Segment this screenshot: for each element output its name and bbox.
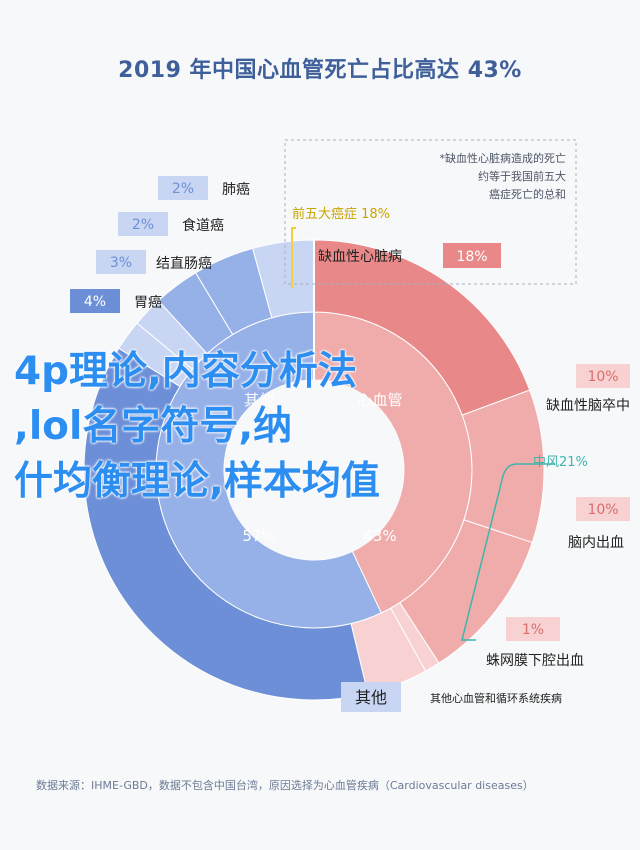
top5-label: 前五大癌症 18% [292, 206, 390, 222]
pct-badge-colorectal [96, 250, 146, 274]
pct-stomach: 4% [84, 294, 106, 310]
pct-badge-lung [158, 176, 208, 200]
footer-source: 数据来源：IHME-GBD，数据不包含中国台湾，原因选择为心血管疾病（Cardi… [36, 779, 534, 792]
pct-ischemic-heart: 18% [456, 249, 487, 265]
note-line-3: 癌症死亡的总和 [489, 187, 566, 201]
label-ischemic-heart: 缺血性心脏病 [318, 249, 402, 265]
pct-colorectal: 3% [110, 255, 132, 271]
outer-left-segment-0 [83, 347, 369, 701]
pct-lung: 2% [172, 181, 194, 197]
overlay-line-1: 4p理论,内容分析法 [14, 349, 357, 394]
label-intracerebral: 脑内出血 [568, 535, 624, 551]
overlay-line-3: 什均衡理论,样本均值 [14, 459, 380, 504]
pct-badge-subarachnoid [506, 617, 560, 641]
pct-badge-ischemic-heart [443, 243, 501, 268]
label-other: 其他 [355, 688, 387, 707]
top5-bracket [291, 227, 296, 288]
label-ischemic-stroke: 缺血性脑卒中 [546, 398, 630, 414]
page-title: 2019 年中国心血管死亡占比高达 43% [118, 58, 522, 83]
label-colorectal: 结直肠癌 [156, 255, 212, 272]
label-stomach: 胃癌 [134, 295, 162, 311]
stroke-bracket [461, 463, 555, 641]
pct-badge-esophagus [118, 212, 168, 236]
note-line-1: *缺血性心脏病造成的死亡 [440, 151, 567, 165]
pct-ischemic-stroke: 10% [587, 369, 618, 385]
label-subarachnoid: 蛛网膜下腔出血 [486, 653, 584, 669]
label-esophagus: 食道癌 [182, 217, 224, 234]
pct-badge-intracerebral [576, 497, 630, 521]
donut-hole [224, 380, 404, 560]
pct-esophagus: 2% [132, 217, 154, 233]
note-box [284, 139, 577, 285]
pct-subarachnoid: 1% [522, 622, 544, 638]
overlay-line-2: ,lol名字符号,纳 [14, 404, 293, 449]
inner-label-other: 其他 [244, 391, 274, 409]
pct-badge-stomach [70, 289, 120, 313]
note-line-2: 约等于我国前五大 [478, 169, 566, 183]
badge-other [341, 682, 401, 712]
inner-label-cardio: 心血管 [357, 391, 402, 409]
stroke-label: 中风21% [533, 455, 588, 470]
overlay-text: 4p理论,内容分析法 ,lol名字符号,纳 什均衡理论,样本均值 [14, 344, 614, 509]
inner-pct-other: 57% [242, 527, 275, 545]
label-lung: 肺癌 [222, 182, 250, 198]
inner-pct-cardio: 43% [363, 527, 396, 545]
pct-badge-ischemic-stroke [576, 364, 630, 388]
pct-intracerebral: 10% [587, 502, 618, 518]
label-other-cardio: 其他心血管和循环系统疾病 [430, 691, 562, 705]
